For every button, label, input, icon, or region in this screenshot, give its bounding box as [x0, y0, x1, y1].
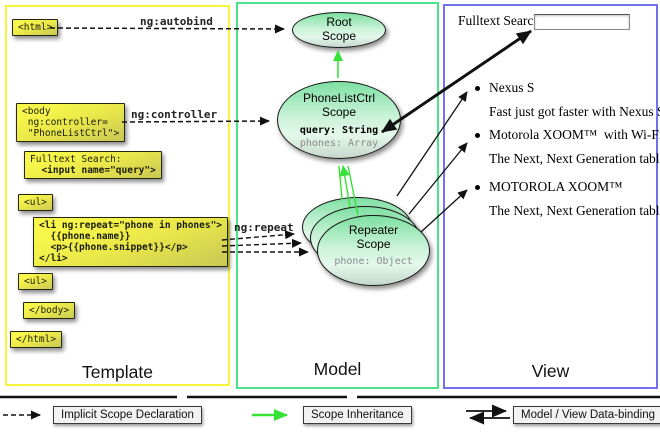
view-item-desc: The Next, Next Generation tablet.	[489, 151, 660, 166]
bullet-dot	[475, 86, 480, 91]
phonelistctrl-prop-phones: phones: Array	[299, 138, 379, 149]
code-box-html-close: </html>	[10, 331, 63, 348]
phonelistctrl-scope-ellipse: PhoneListCtrl Scope query: String phones…	[277, 81, 401, 159]
view-item-title: Nexus S	[489, 80, 535, 95]
phonelistctrl-prop-query: query: String	[299, 125, 379, 136]
view-item-desc: Fast just got faster with Nexus S.	[489, 104, 660, 119]
code-box-li-repeat: <li ng:repeat="phone in phones"> {{phone…	[33, 217, 229, 267]
view-search-label: Fulltext Search:	[458, 13, 544, 28]
phonelistctrl-scope-title: PhoneListCtrl Scope	[302, 91, 376, 119]
repeater-scope-title: Repeater Scope	[348, 223, 399, 251]
code-box-fulltext: Fulltext Search: <input name="query">	[24, 151, 162, 179]
code-box-html-open: <html>	[12, 19, 59, 36]
fulltext-search-input[interactable]	[534, 14, 630, 30]
code-box-body-close: </body>	[23, 302, 76, 319]
code-fulltext-label: Fulltext Search:	[30, 154, 122, 165]
template-column-label: Template	[81, 362, 153, 382]
code-fulltext-input: <input name="query">	[30, 165, 156, 176]
legend-scope-inheritance: Scope Inheritance	[303, 406, 412, 424]
annotation-ng-repeat: ng:repeat	[234, 221, 294, 234]
model-column: Model	[236, 2, 439, 389]
root-scope-title: Root Scope	[321, 15, 357, 43]
view-item-title: Motorola XOOM™ with Wi-Fi	[489, 127, 660, 142]
root-scope-ellipse: Root Scope	[292, 12, 386, 48]
view-item-title: MOTOROLA XOOM™	[489, 179, 623, 194]
code-box-body-open: <body ng:controller= "PhoneListCtrl">	[16, 103, 126, 142]
view-item-desc: The Next, Next Generation tablet.	[489, 203, 660, 218]
model-column-label: Model	[313, 359, 362, 379]
view-column-label: View	[531, 361, 570, 381]
annotation-ng-controller: ng:controller	[131, 108, 218, 121]
code-box-ul-open: <ul>	[18, 194, 53, 211]
legend-model-view-databinding: Model / View Data-binding	[513, 406, 660, 424]
view-column: View	[443, 4, 658, 389]
bullet-dot	[475, 185, 480, 190]
repeater-scope-ellipse-front: Repeater Scope phone: Object	[317, 215, 430, 286]
code-box-ul-close: <ul>	[18, 273, 53, 290]
annotation-ng-autobind: ng:autobind	[140, 15, 213, 28]
repeater-prop-phone: phone: Object	[334, 256, 413, 267]
legend-implicit-scope-declaration: Implicit Scope Declaration	[53, 406, 202, 424]
bullet-dot	[475, 133, 480, 138]
